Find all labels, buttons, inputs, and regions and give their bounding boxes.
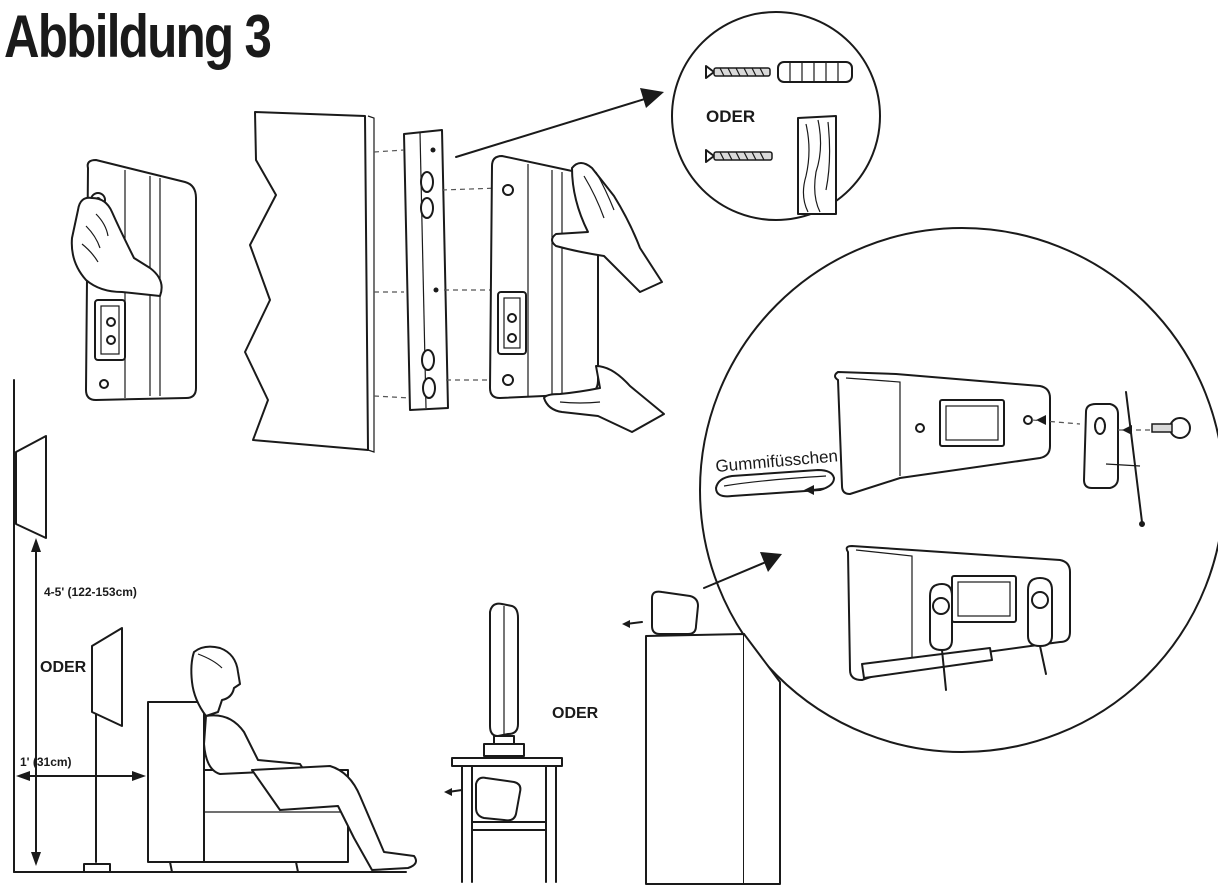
height-dimension: [31, 538, 41, 866]
wall-section: [244, 111, 375, 453]
figure-title: Abbildung 3: [4, 3, 272, 70]
stand-bracket-part: [1083, 391, 1191, 527]
distance-label: 1' (31cm): [20, 755, 72, 769]
wall-speaker: [15, 435, 47, 539]
height-range-label: 4-5' (122-153cm): [44, 585, 137, 599]
screws-detail-circle: ODER: [671, 11, 881, 221]
cabinet-top-speaker: [622, 590, 699, 635]
tv-or-shelf-or: ODER: [552, 705, 599, 722]
rubber-foot: [715, 469, 835, 498]
stand-detail-circle: Gummifüsschen: [699, 227, 1218, 753]
tall-cabinet: [645, 633, 781, 885]
hand-adjusting-speaker: [70, 196, 163, 297]
speaker-mounted-view: [489, 155, 599, 399]
wood-stud: [797, 115, 837, 215]
speaker-with-stand-assembled: [845, 545, 1071, 691]
small-table: [444, 757, 563, 883]
mounting-bracket: [403, 129, 449, 411]
television: [483, 602, 525, 757]
seated-listener: [190, 645, 417, 871]
arrow-to-stand-detail: [703, 552, 782, 589]
screw-option-or: ODER: [706, 107, 755, 126]
distance-dimension: [16, 771, 146, 781]
arrow-to-screws-detail: [455, 88, 664, 158]
hands-holding-speaker: [543, 162, 665, 433]
room-wall: [13, 379, 407, 873]
wood-screw: [705, 149, 773, 163]
floor-stand-speaker: [83, 627, 123, 873]
speaker-on-rubber-feet: [834, 371, 1081, 495]
screw-with-anchor: [705, 61, 853, 83]
wall-or-stand-or: ODER: [40, 659, 87, 676]
